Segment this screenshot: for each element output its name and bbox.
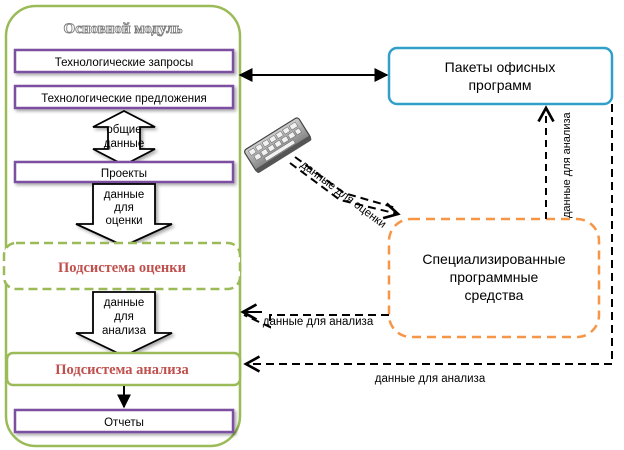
analysis-subsystem-box xyxy=(5,351,242,387)
office-packages-label-2: программ xyxy=(468,77,531,93)
data-for-analysis-label-1: данные xyxy=(104,297,144,309)
projects-box xyxy=(13,160,235,184)
special-software-label-1: Специализированные xyxy=(422,251,565,267)
tech-proposals-label: Технологические предложения xyxy=(41,93,206,105)
keyboard-to-special-label: данные для оценки xyxy=(298,159,388,231)
common-data-label-2: данные xyxy=(104,138,144,150)
tech-proposals-box xyxy=(13,84,235,110)
data-for-eval-label-1: данные xyxy=(104,189,144,201)
data-for-analysis-arrow xyxy=(75,291,173,357)
data-for-analysis-label-2: для xyxy=(114,311,134,323)
tech-requests-label: Технологические запросы xyxy=(55,57,194,69)
special-software-label-2: программные xyxy=(450,269,539,285)
data-for-eval-label-3: оценки xyxy=(105,215,142,227)
special-to-main-label: данные для анализа xyxy=(263,316,374,328)
main-module-title: Основной модуль xyxy=(64,21,183,37)
keyboard-to-special-arrow-return xyxy=(294,156,397,209)
special-to-office-label: данные для анализа xyxy=(561,111,573,218)
common-data-double-arrow xyxy=(92,109,156,167)
tech-requests-box xyxy=(13,48,235,74)
special-to-main-arrow xyxy=(243,314,389,329)
office-packages-label-1: Пакеты офисных xyxy=(445,59,556,75)
data-for-analysis-label-3: анализа xyxy=(102,325,147,337)
common-data-label-1: общие xyxy=(106,124,141,136)
evaluation-subsystem-box xyxy=(2,241,242,291)
data-for-eval-arrow xyxy=(75,183,173,247)
reports-box xyxy=(13,408,235,434)
office-to-analysis-label: данные для анализа xyxy=(375,373,486,385)
evaluation-subsystem-label: Подсистема оценки xyxy=(58,260,186,276)
office-to-analysis-arrow xyxy=(243,104,613,373)
data-for-eval-label-2: для xyxy=(114,202,134,214)
office-packages-box xyxy=(387,46,614,106)
projects-label: Проекты xyxy=(101,168,147,180)
special-software-label-3: средства xyxy=(465,287,524,303)
reports-label: Отчеты xyxy=(104,417,144,429)
keyboard-icon xyxy=(244,117,312,173)
keyboard-to-special-arrow xyxy=(289,162,401,220)
analysis-subsystem-label: Подсистема анализа xyxy=(55,362,189,378)
special-software-box xyxy=(387,217,601,339)
